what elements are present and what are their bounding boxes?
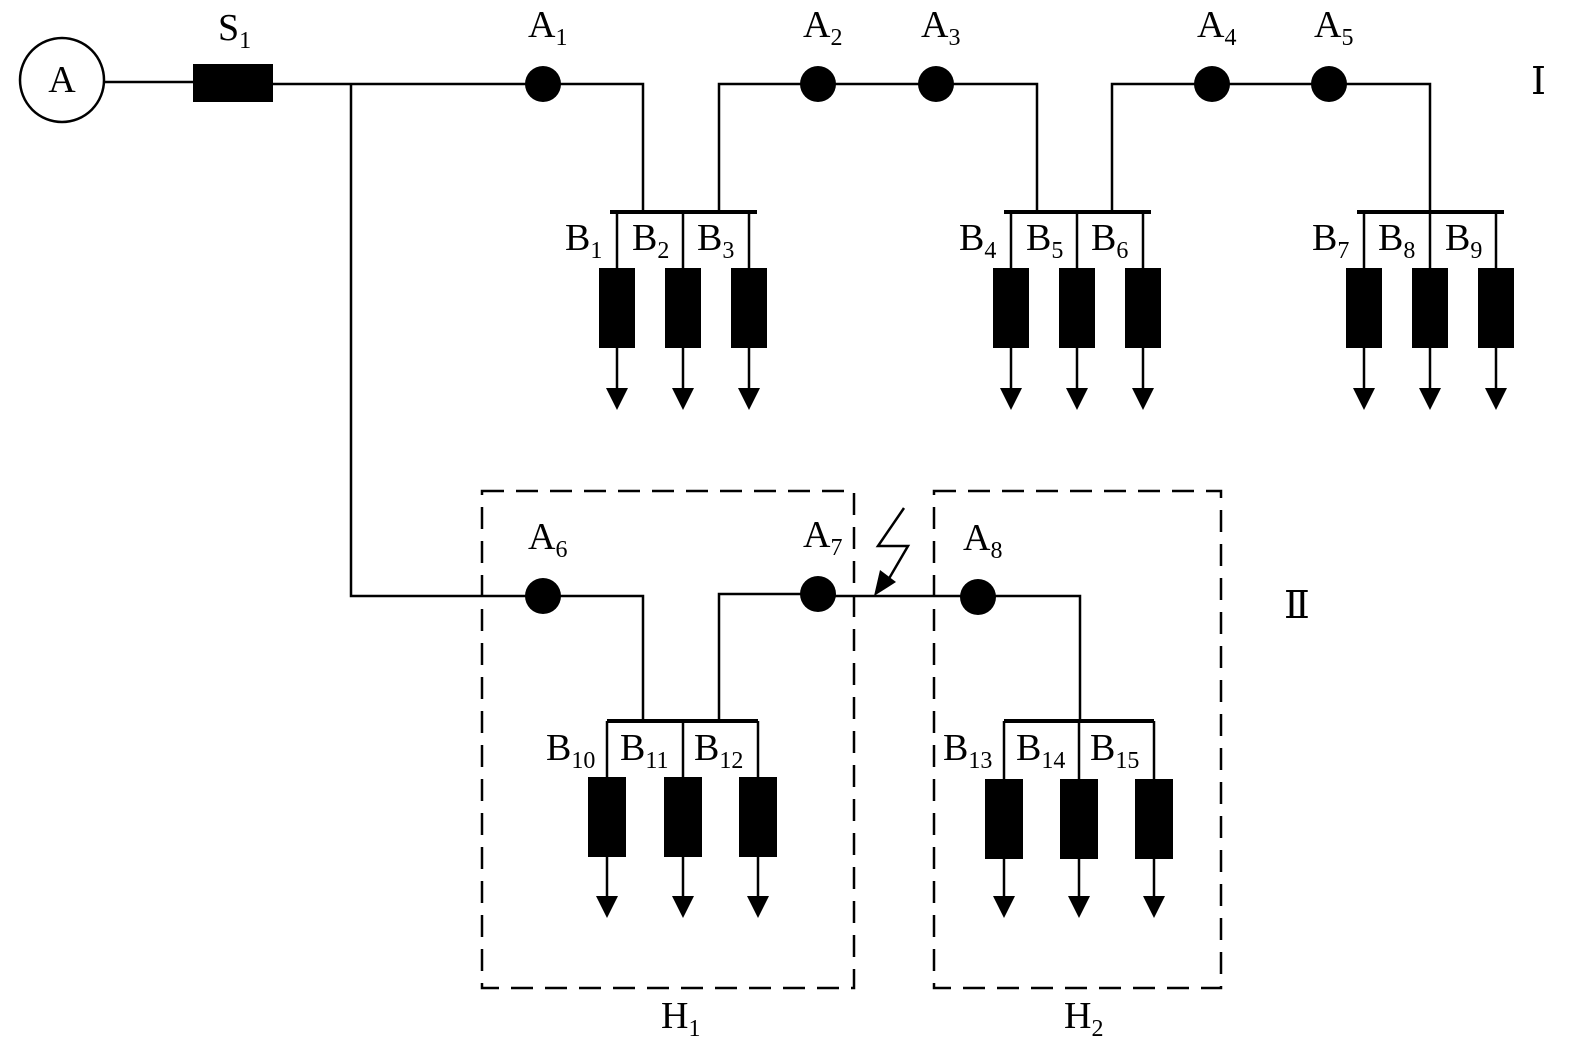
branch-b7-load bbox=[1346, 268, 1382, 348]
line-ii-label: Ⅱ bbox=[1284, 585, 1310, 627]
region-h2-label: H2 bbox=[1064, 995, 1103, 1042]
branch-b11-arrow-icon bbox=[672, 896, 694, 918]
branch-b5-arrow-icon bbox=[1066, 388, 1088, 410]
branch-b3-load bbox=[731, 268, 767, 348]
branch-b2-arrow-icon bbox=[672, 388, 694, 410]
branch-b1-arrow-icon bbox=[606, 388, 628, 410]
node-a7-dot bbox=[800, 576, 836, 612]
branch-b7-label: B7 bbox=[1312, 217, 1349, 264]
node-a1-label: A1 bbox=[528, 4, 567, 51]
wire-a1-b bbox=[543, 82, 645, 212]
branch-b15-arrow-icon bbox=[1143, 896, 1165, 918]
wire-a8-b bbox=[978, 594, 1082, 721]
branch-b6-arrow-icon bbox=[1132, 388, 1154, 410]
lightning-fault-icon bbox=[874, 507, 911, 596]
branch-b9-arrow-icon bbox=[1485, 388, 1507, 410]
region-h1-label: H1 bbox=[661, 995, 700, 1042]
branch-b13-load bbox=[985, 779, 1023, 859]
branch-b3-arrow-icon bbox=[738, 388, 760, 410]
node-a1-dot bbox=[525, 66, 561, 102]
switch-s1-label: S1 bbox=[218, 7, 251, 54]
branch-b5-label: B5 bbox=[1026, 217, 1063, 264]
branch-b13-label: B13 bbox=[943, 727, 992, 774]
node-a5-label: A5 bbox=[1314, 4, 1353, 51]
branch-b12-load bbox=[739, 777, 777, 857]
branch-b8-label: B8 bbox=[1378, 217, 1415, 264]
branch-b4-load bbox=[993, 268, 1029, 348]
branch-b9-label: B9 bbox=[1445, 217, 1482, 264]
branch-b14-load bbox=[1060, 779, 1098, 859]
node-a3-dot bbox=[918, 66, 954, 102]
node-a4-dot bbox=[1194, 66, 1230, 102]
wire-a5-b bbox=[1329, 82, 1432, 212]
branch-b10-label: B10 bbox=[546, 727, 595, 774]
branch-b8-arrow-icon bbox=[1419, 388, 1441, 410]
branch-b8-load bbox=[1412, 268, 1448, 348]
branch-b4-label: B4 bbox=[959, 217, 996, 264]
branch-b6-load bbox=[1125, 268, 1161, 348]
node-a5-dot bbox=[1311, 66, 1347, 102]
switch-s1-symbol bbox=[193, 64, 273, 102]
branch-down-wire bbox=[349, 84, 528, 598]
wire-a4-b bbox=[1110, 82, 1212, 212]
branch-b10-arrow-icon bbox=[596, 896, 618, 918]
node-a7-label: A7 bbox=[803, 514, 842, 561]
node-a8-dot bbox=[960, 579, 996, 615]
line-i-label: Ⅰ bbox=[1531, 61, 1546, 103]
branch-b6-label: B6 bbox=[1091, 217, 1128, 264]
branch-b4-arrow-icon bbox=[1000, 388, 1022, 410]
branch-b9-load bbox=[1478, 268, 1514, 348]
node-a6-dot bbox=[525, 578, 561, 614]
branch-b7-arrow-icon bbox=[1353, 388, 1375, 410]
node-a6-label: A6 bbox=[528, 516, 567, 563]
wire-a6-b bbox=[543, 594, 645, 721]
region-h2-box bbox=[932, 489, 1223, 990]
wire-a3-b bbox=[936, 82, 1039, 212]
branch-b10-load bbox=[588, 777, 626, 857]
source-label: A bbox=[48, 59, 76, 101]
node-a3-label: A3 bbox=[921, 4, 960, 51]
branch-b11-label: B11 bbox=[620, 727, 668, 774]
branch-b14-label: B14 bbox=[1016, 727, 1065, 774]
wire-a2-b bbox=[717, 82, 818, 212]
branch-b5-load bbox=[1059, 268, 1095, 348]
branch-b3-label: B3 bbox=[697, 217, 734, 264]
branch-b11-load bbox=[664, 777, 702, 857]
source-symbol bbox=[18, 36, 106, 124]
branch-b15-label: B15 bbox=[1090, 727, 1139, 774]
wire-a7-b bbox=[717, 592, 818, 721]
node-a8-label: A8 bbox=[963, 517, 1002, 564]
branch-b2-label: B2 bbox=[632, 217, 669, 264]
node-a2-label: A2 bbox=[803, 4, 842, 51]
branch-b1-label: B1 bbox=[565, 217, 602, 264]
node-a2-dot bbox=[800, 66, 836, 102]
region-h1-box bbox=[480, 489, 856, 990]
node-a4-label: A4 bbox=[1197, 4, 1236, 51]
branch-b13-arrow-icon bbox=[993, 896, 1015, 918]
branch-b15-load bbox=[1135, 779, 1173, 859]
branch-b14-arrow-icon bbox=[1068, 896, 1090, 918]
branch-b12-label: B12 bbox=[694, 727, 743, 774]
branch-b1-load bbox=[599, 268, 635, 348]
branch-b2-load bbox=[665, 268, 701, 348]
branch-b12-arrow-icon bbox=[747, 896, 769, 918]
